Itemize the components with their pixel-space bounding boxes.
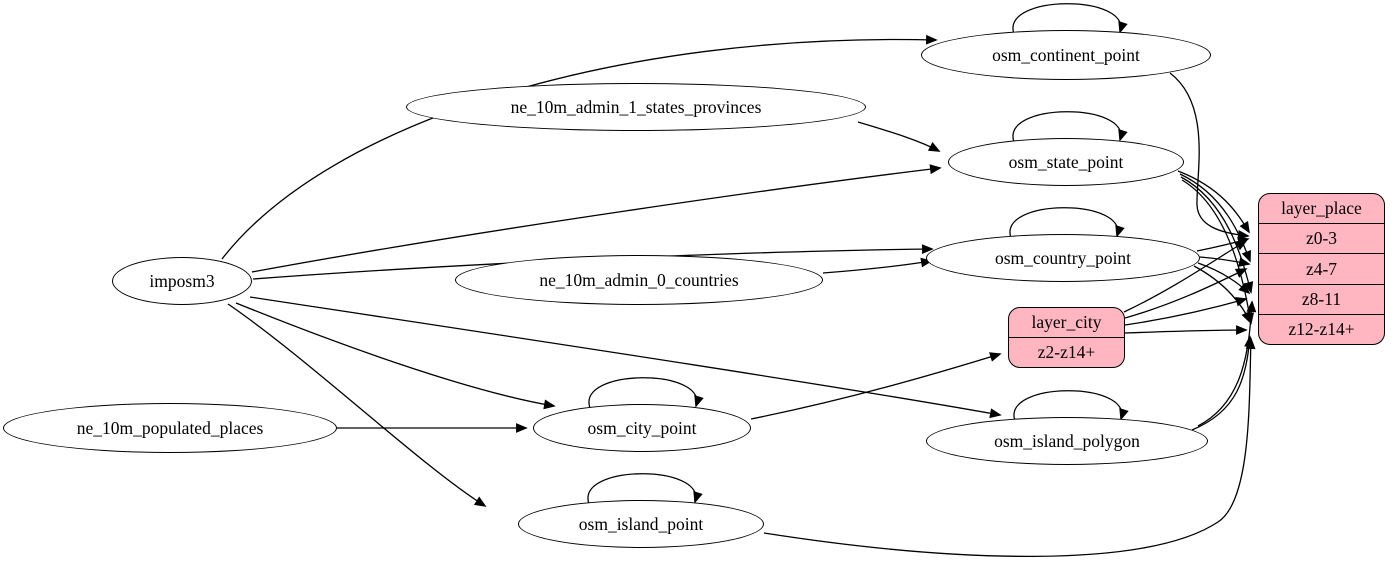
edge-state-z8 [1180, 176, 1254, 294]
edge-imposm3-island-point [227, 303, 487, 507]
loop-continent [1012, 3, 1128, 35]
edge-layercity-z8 [1124, 296, 1248, 326]
node-label: osm_country_point [994, 247, 1132, 268]
edge-islandpolygon-z12 [1191, 335, 1254, 431]
node-ne-10m-admin-0-countries: ne_10m_admin_0_countries [455, 255, 823, 305]
layer-place-row-z4-7: z4-7 [1259, 253, 1384, 283]
edge-ne0-country [822, 257, 933, 274]
node-label: osm_city_point [587, 417, 697, 438]
edge-continent-z0 [1169, 72, 1250, 240]
layer-city-row-z2-z14: z2-z14+ [1009, 337, 1124, 367]
edge-state-z4 [1179, 173, 1251, 263]
edge-layercity-z4 [1124, 268, 1248, 319]
edge-islandpoint-z12 [763, 337, 1256, 558]
node-osm-city-point: osm_city_point [533, 404, 751, 452]
node-label: osm_island_polygon [994, 430, 1140, 451]
node-label: osm_state_point [1008, 151, 1124, 172]
loop-state [1012, 111, 1128, 143]
layer-place-row-z12-z14: z12-z14+ [1259, 313, 1384, 344]
edge-state-z0 [1177, 170, 1250, 234]
edge-islandpolygon-z8 [1197, 300, 1257, 427]
edge-ne1-state [857, 121, 941, 152]
record-layer-city: layer_city z2-z14+ [1008, 307, 1125, 368]
record-layer-place: layer_place z0-3 z4-7 z8-11 z12-z14+ [1258, 193, 1385, 345]
node-osm-island-polygon: osm_island_polygon [926, 417, 1208, 465]
edge-city-layercity [750, 352, 1002, 420]
node-osm-island-point: osm_island_point [518, 500, 764, 548]
node-label: ne_10m_admin_0_countries [539, 269, 739, 290]
node-ne-10m-populated-places: ne_10m_populated_places [3, 403, 337, 453]
layer-place-row-z0-3: z0-3 [1259, 223, 1384, 253]
node-label: ne_10m_admin_1_states_provinces [510, 96, 762, 117]
edge-country-z12 [1193, 265, 1251, 324]
loop-city [588, 377, 704, 409]
layer-place-row-z8-11: z8-11 [1259, 283, 1384, 314]
node-osm-state-point: osm_state_point [948, 138, 1184, 186]
node-label: osm_continent_point [992, 44, 1140, 65]
edge-layercity-z12 [1124, 325, 1248, 335]
edge-country-z4 [1199, 256, 1251, 267]
layer-city-title: layer_city [1031, 312, 1102, 332]
node-ne-10m-admin-1-states-provinces: ne_10m_admin_1_states_provinces [406, 83, 866, 131]
edge-layercity-z0 [1123, 240, 1248, 313]
node-imposm3: imposm3 [112, 257, 252, 305]
node-osm-continent-point: osm_continent_point [921, 30, 1211, 80]
node-label: ne_10m_populated_places [76, 417, 264, 438]
edge-imposm3-city [235, 302, 556, 410]
node-osm-country-point: osm_country_point [926, 234, 1200, 282]
loop-island-point [587, 473, 703, 505]
edge-imposm3-state [251, 164, 942, 273]
node-label: imposm3 [149, 270, 215, 291]
edge-country-z0 [1196, 236, 1250, 252]
node-label: osm_island_point [578, 513, 704, 534]
layer-place-title: layer_place [1281, 198, 1362, 219]
loop-island-polygon [1013, 390, 1129, 422]
edge-imposm3-continent [221, 34, 938, 260]
loop-country [1009, 207, 1125, 239]
edge-country-z8 [1197, 262, 1251, 295]
edge-imposm3-island-polygon [249, 296, 1002, 419]
